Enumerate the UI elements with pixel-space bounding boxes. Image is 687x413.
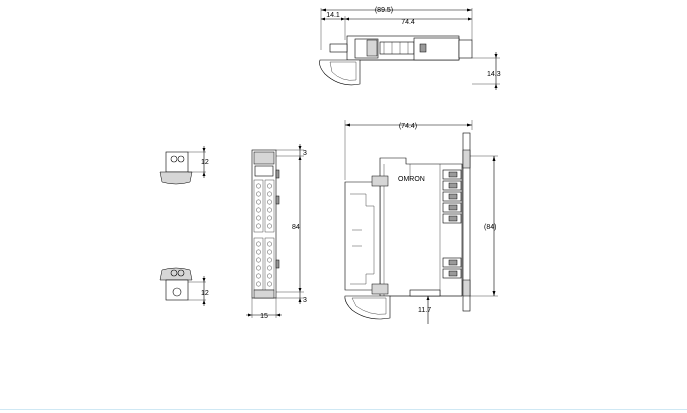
dim-side-height: (84) bbox=[484, 224, 496, 231]
side-view-rail-adapter bbox=[344, 181, 381, 291]
dim-top-right-height: 14.3 bbox=[487, 71, 501, 78]
clip-bottom-body bbox=[165, 279, 189, 301]
clip-bottom: 12 bbox=[159, 267, 209, 306]
dim-clip-top: 12 bbox=[201, 159, 209, 166]
clip-top: 12 bbox=[159, 146, 209, 185]
front-view: 3 84 3 15 bbox=[246, 144, 307, 320]
dim-front-bottom-gap: 3 bbox=[303, 297, 307, 304]
top-view-end-tab bbox=[458, 39, 473, 59]
top-view: (89.5) 14.1 74.4 14.3 bbox=[319, 7, 501, 90]
dim-top-overall: (89.5) bbox=[375, 7, 393, 14]
dim-side-width: (74.4) bbox=[399, 123, 417, 130]
dim-front-height: 84 bbox=[292, 224, 300, 231]
side-view-cover bbox=[344, 295, 391, 320]
brand-label: OMRON bbox=[398, 176, 425, 183]
dim-clip-bottom: 12 bbox=[201, 290, 209, 297]
side-view-mount-plate bbox=[462, 132, 471, 312]
side-view: (74.4) bbox=[344, 120, 498, 324]
clip-top-body bbox=[165, 151, 189, 173]
dim-side-bottom: 11.7 bbox=[418, 307, 431, 314]
bottom-rule bbox=[0, 409, 687, 410]
dim-front-top-gap: 3 bbox=[303, 150, 307, 157]
dim-top-body: 74.4 bbox=[401, 19, 415, 26]
dim-top-left: 14.1 bbox=[326, 12, 340, 19]
dim-front-width: 15 bbox=[260, 313, 268, 320]
top-view-cover bbox=[319, 59, 361, 86]
side-view-terminal-stack bbox=[442, 169, 462, 279]
